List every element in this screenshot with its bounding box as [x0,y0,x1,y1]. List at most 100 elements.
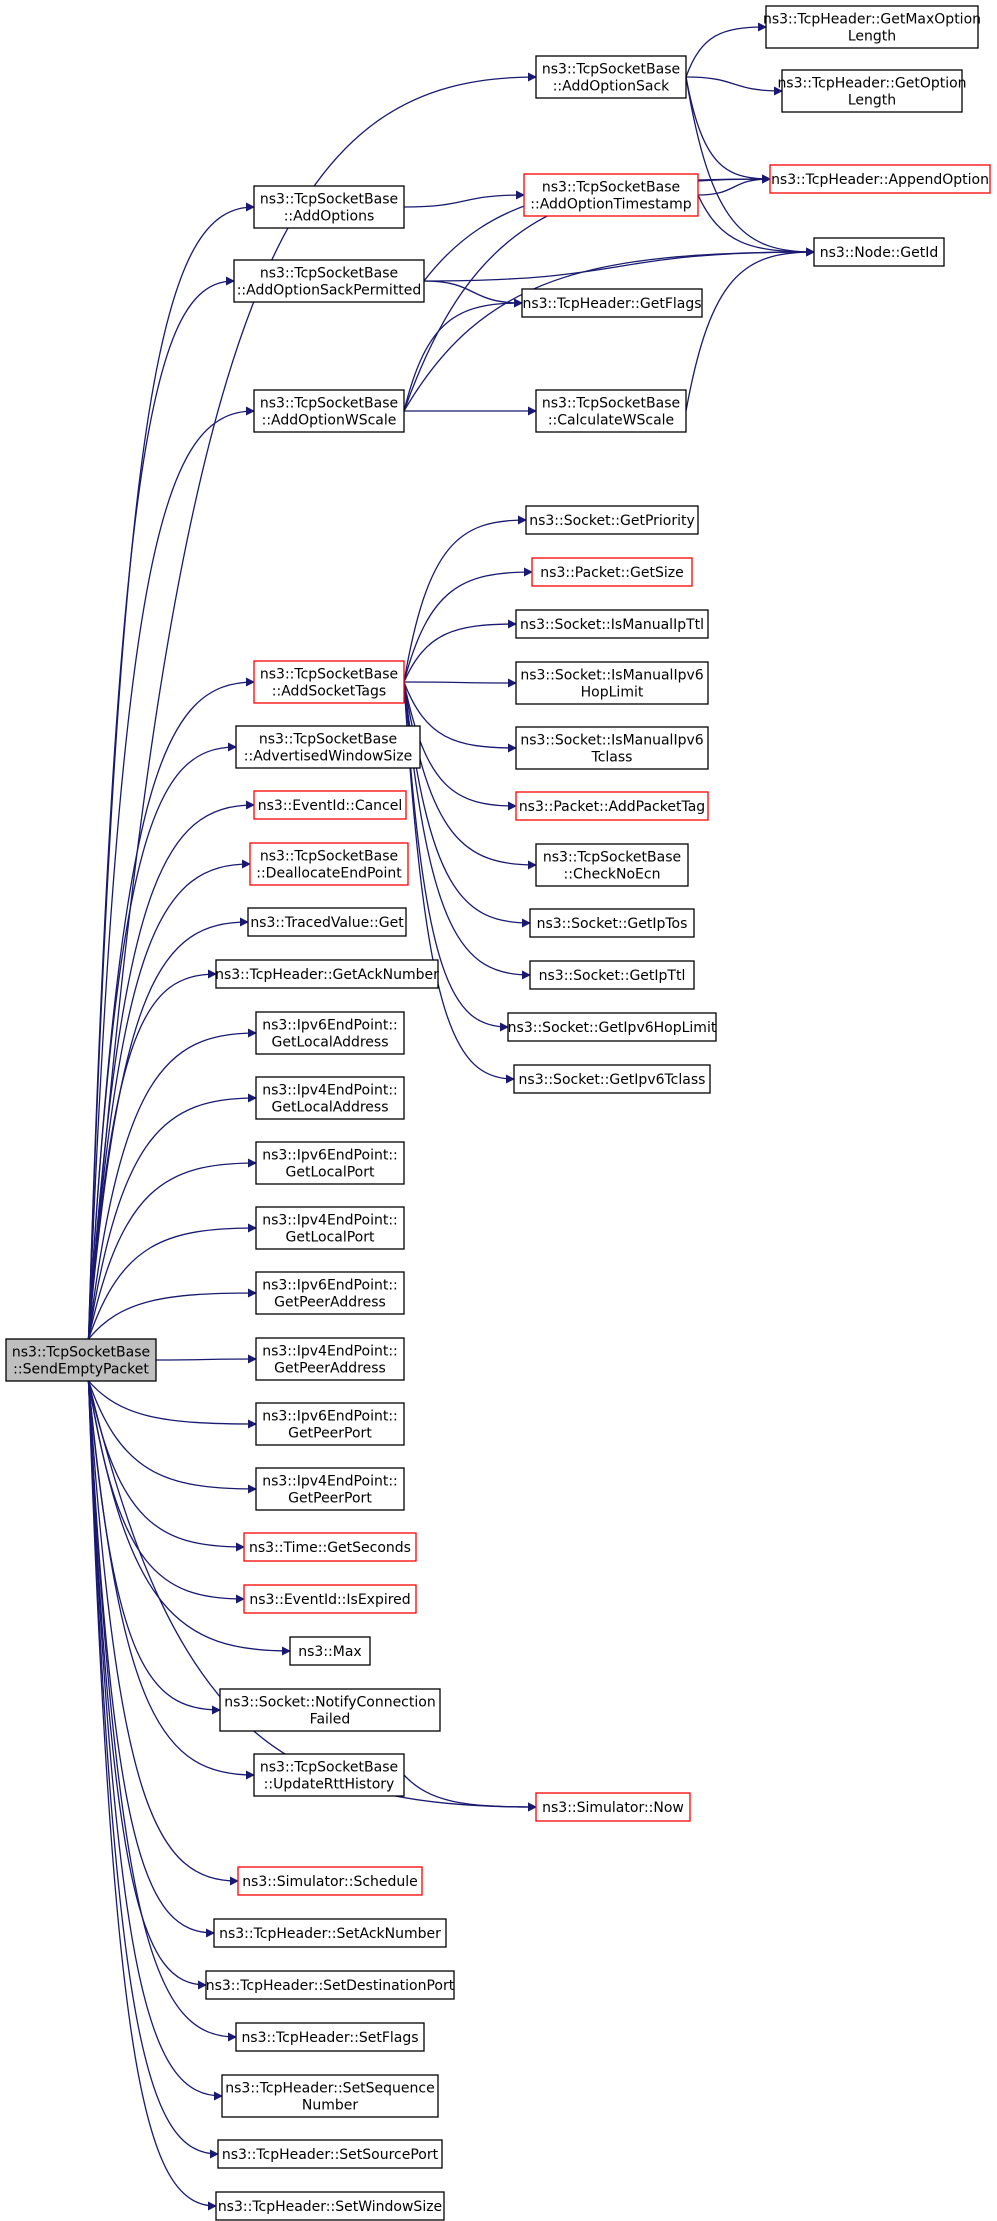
node-label-line: GetLocalAddress [272,1035,389,1051]
node-advwin[interactable]: ns3::TcpSocketBase::AdvertisedWindowSize [235,725,421,769]
node-box [813,237,945,267]
edge-n_addoptsack-to-n_appendopt [685,76,771,184]
node-label-line: GetLocalAddress [272,1100,389,1116]
node-getseconds[interactable]: ns3::Time::GetSeconds [243,1532,417,1562]
node-label-line: ::SendEmptyPacket [13,1362,149,1378]
node-box [521,288,703,318]
edge-n_addoptsack-to-n_getoptlen [685,76,783,96]
node-label-line: GetPeerPort [288,1491,372,1507]
node-addoptsackperm[interactable]: ns3::TcpSocketBase::AddOptionSackPermitt… [233,259,425,303]
node-label-line: ns3::Packet::GetSize [540,565,683,581]
node-ip4peeraddr[interactable]: ns3::Ipv4EndPoint::GetPeerAddress [255,1337,405,1381]
call-edges [87,22,815,2211]
node-ip6localport[interactable]: ns3::Ipv6EndPoint::GetLocalPort [255,1141,405,1185]
node-setflags[interactable]: ns3::TcpHeader::SetFlags [235,2022,425,2052]
edge-n_addsockettags-to-n_getsize [403,567,533,683]
edge-n_addoptwscale-to-n_getflags [403,298,523,412]
node-addpackettag[interactable]: ns3::Packet::AddPacketTag [515,791,709,821]
node-getip6hop[interactable]: ns3::Socket::GetIpv6HopLimit [507,1012,717,1042]
node-label-line: ::AddOptionSackPermitted [237,283,422,299]
node-ismanualipttl[interactable]: ns3::Socket::IsManualIpTtl [515,609,709,639]
node-label-line: ns3::Socket::GetIpv6Tclass [519,1072,706,1088]
node-box [253,660,405,704]
node-box [219,1688,441,1732]
edge-n_calcwscale-to-n_getid [685,247,815,412]
node-box [243,1532,417,1562]
node-getip6tclass[interactable]: ns3::Socket::GetIpv6Tclass [513,1064,711,1094]
node-box [529,908,695,938]
node-label-line: ns3::Ipv4EndPoint:: [262,1213,398,1229]
node-setdestport[interactable]: ns3::TcpHeader::SetDestinationPort [205,1970,455,2000]
node-label-line: Length [848,29,896,45]
node-getsize[interactable]: ns3::Packet::GetSize [531,557,693,587]
node-label-line: ::AddOptionTimestamp [530,197,692,213]
edge-n_root-to-n_setsrcport [87,1380,219,2159]
node-box [513,1064,711,1094]
node-appendopt[interactable]: ns3::TcpHeader::AppendOption [769,164,991,194]
node-box [253,185,405,229]
node-getid[interactable]: ns3::Node::GetId [813,237,945,267]
node-getipttl[interactable]: ns3::Socket::GetIpTtl [529,960,695,990]
node-getiptos[interactable]: ns3::Socket::GetIpTos [529,908,695,938]
node-simnow[interactable]: ns3::Simulator::Now [535,1792,691,1822]
node-label-line: Tclass [591,750,633,766]
node-max[interactable]: ns3::Max [289,1636,371,1666]
node-ip6peeraddr[interactable]: ns3::Ipv6EndPoint::GetPeerAddress [255,1271,405,1315]
node-isexpired[interactable]: ns3::EventId::IsExpired [243,1584,417,1614]
node-setsrcport[interactable]: ns3::TcpHeader::SetSourcePort [217,2139,443,2169]
node-label-line: ns3::TcpHeader::SetAckNumber [219,1926,441,1942]
node-updatertt[interactable]: ns3::TcpSocketBase::UpdateRttHistory [253,1753,405,1797]
node-setack[interactable]: ns3::TcpHeader::SetAckNumber [213,1918,447,1948]
node-label-line: ns3::TcpSocketBase [12,1345,150,1361]
node-ip4localaddr[interactable]: ns3::Ipv4EndPoint::GetLocalAddress [255,1076,405,1120]
node-setwin[interactable]: ns3::TcpHeader::SetWindowSize [215,2191,445,2221]
node-box [215,2191,445,2221]
edge-n_addsockettags-to-n_getip6tclass [403,681,515,1084]
node-checknoecn[interactable]: ns3::TcpSocketBase::CheckNoEcn [535,843,689,887]
node-root[interactable]: ns3::TcpSocketBase::SendEmptyPacket [5,1338,157,1382]
node-label-line: ns3::EventId::Cancel [258,798,403,814]
node-box [781,69,963,113]
edge-n_updatertt-to-n_simnow [403,1774,537,1812]
edge-n_addoptts-to-n_appendopt [697,174,771,196]
node-label-line: ns3::TcpHeader::AppendOption [771,172,989,188]
node-label-line: ns3::TcpSocketBase [542,180,680,196]
node-addoptions[interactable]: ns3::TcpSocketBase::AddOptions [253,185,405,229]
node-box [255,1402,405,1446]
node-label-line: ::AdvertisedWindowSize [244,749,412,765]
node-ip6peerport[interactable]: ns3::Ipv6EndPoint::GetPeerPort [255,1402,405,1446]
node-label-line: ns3::Max [298,1644,361,1660]
node-label-line: ns3::TcpHeader::GetFlags [522,296,701,312]
edge-n_addsockettags-to-n_ismanualipttl [403,619,517,683]
node-addoptsack[interactable]: ns3::TcpSocketBase::AddOptionSack [535,55,687,99]
node-cancel[interactable]: ns3::EventId::Cancel [253,790,407,820]
function-nodes: ns3::TcpSocketBase::SendEmptyPacketns3::… [5,5,991,2221]
node-box [255,1206,405,1250]
node-addsockettags[interactable]: ns3::TcpSocketBase::AddSocketTags [253,660,405,704]
node-box [5,1338,157,1382]
node-box [235,2022,425,2052]
node-dealloc[interactable]: ns3::TcpSocketBase::DeallocateEndPoint [249,842,409,886]
node-tracedget[interactable]: ns3::TracedValue::Get [247,907,407,937]
edge-n_root-to-n_cancel [87,800,255,1340]
node-ip4peerport[interactable]: ns3::Ipv4EndPoint::GetPeerPort [255,1467,405,1511]
node-calcwscale[interactable]: ns3::TcpSocketBase::CalculateWScale [535,389,687,433]
node-addoptts[interactable]: ns3::TcpSocketBase::AddOptionTimestamp [523,173,699,217]
node-addoptwscale[interactable]: ns3::TcpSocketBase::AddOptionWScale [253,389,405,433]
node-getack[interactable]: ns3::TcpHeader::GetAckNumber [215,959,439,989]
node-box [237,1866,423,1896]
edge-n_root-to-n_addoptwscale [87,406,255,1340]
node-label-line: ns3::TcpSocketBase [542,396,680,412]
node-getpriority[interactable]: ns3::Socket::GetPriority [525,505,699,535]
edge-n_root-to-n_ip6localaddr [87,1028,257,1340]
node-ip6localaddr[interactable]: ns3::Ipv6EndPoint::GetLocalAddress [255,1011,405,1055]
node-ip4localport[interactable]: ns3::Ipv4EndPoint::GetLocalPort [255,1206,405,1250]
node-getflags[interactable]: ns3::TcpHeader::GetFlags [521,288,703,318]
node-schedule[interactable]: ns3::Simulator::Schedule [237,1866,423,1896]
